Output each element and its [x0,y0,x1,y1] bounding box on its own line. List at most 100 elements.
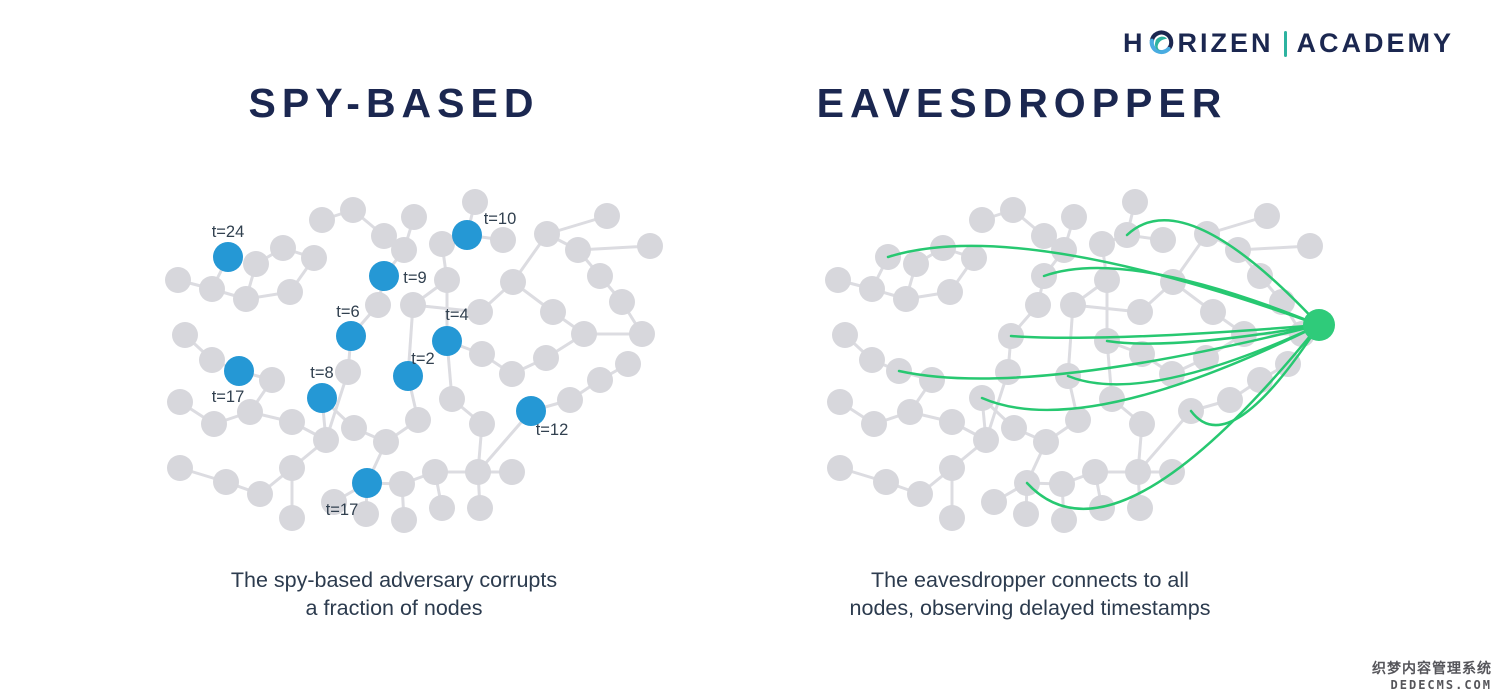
network-node [341,415,367,441]
network-node [1094,267,1120,293]
spy-node-label: t=17 [326,501,359,519]
network-node [832,322,858,348]
network-node [903,251,929,277]
spy-node [369,261,399,291]
network-node [629,321,655,347]
spy-node-label: t=17 [212,388,245,406]
network-node [973,427,999,453]
network-node [371,223,397,249]
network-node [1200,299,1226,325]
network-node [353,501,379,527]
network-node [1247,367,1273,393]
eavesdropper-link [1025,323,1321,511]
network-node [172,322,198,348]
network-node [429,495,455,521]
network-node [1061,204,1087,230]
logo-letter-h: H [1122,28,1146,58]
logo-word-academy: ACADEMY [1296,28,1454,58]
network-node [1099,386,1125,412]
network-node [467,299,493,325]
network-node [490,227,516,253]
eavesdropper-link [886,244,1321,327]
network-node [827,389,853,415]
network-node [1051,507,1077,533]
network-node [981,489,1007,515]
network-node [401,204,427,230]
network-node [167,389,193,415]
spy-node [307,383,337,413]
eavesdropper-panel: EAVESDROPPER The eavesdropper connects t… [810,80,1350,660]
network-node [571,321,597,347]
network-node [1125,459,1151,485]
network-node [825,267,851,293]
spy-node [452,220,482,250]
spy-node-label: t=10 [484,210,517,228]
network-node [961,245,987,271]
spy-panel-caption: The spy-based adversary corrupts a fract… [230,568,558,620]
network-node [1217,387,1243,413]
horizen-wordmark: H RIZEN [1123,28,1274,59]
logo-word-rizen: RIZEN [1177,28,1274,58]
network-node [167,455,193,481]
network-node [1297,233,1323,259]
network-node [439,386,465,412]
dedecms-watermark: 织梦内容管理系统 DEDECMS.COM [1372,658,1492,692]
network-node [594,203,620,229]
network-node [1194,221,1220,247]
eavesdropper-link [1125,219,1321,327]
network-node [465,459,491,485]
network-node [861,411,887,437]
spy-node-label: t=6 [336,303,359,321]
network-node [1082,459,1108,485]
spy-node-label: t=8 [310,364,333,382]
network-node [1033,429,1059,455]
network-node [587,367,613,393]
network-node [565,237,591,263]
eavesdropper-link [1009,323,1321,340]
network-node [467,495,493,521]
network-node [462,189,488,215]
network-node [1025,292,1051,318]
eavesdropper-link [1066,323,1321,386]
network-node [434,267,460,293]
network-node [557,387,583,413]
eavesdropper-link [1189,323,1321,427]
network-node [199,347,225,373]
network-node [1122,189,1148,215]
network-node [540,299,566,325]
network-node [313,427,339,453]
network-node [247,481,273,507]
network-node [201,411,227,437]
network-node [389,471,415,497]
network-node [365,292,391,318]
network-node [609,289,635,315]
network-node [279,409,305,435]
network-node [469,411,495,437]
network-node [1129,411,1155,437]
network-node [859,276,885,302]
network-node [233,286,259,312]
network-node [1049,471,1075,497]
spy-node-label: t=2 [411,350,434,368]
network-node [270,235,296,261]
network-node [335,359,361,385]
network-node [279,455,305,481]
network-node [873,469,899,495]
horizen-academy-logo: H RIZEN ACADEMY [1123,28,1454,59]
spy-node [352,468,382,498]
spy-node [224,356,254,386]
network-node [165,267,191,293]
spy-panel-title: SPY-BASED [248,80,540,126]
spy-node [516,396,546,426]
network-node [859,347,885,373]
network-node [1254,203,1280,229]
network-node [893,286,919,312]
network-edge [1136,410,1193,473]
network-node [340,197,366,223]
network-node [1247,263,1273,289]
eavesdropper-network-graph [825,189,1335,533]
eavesdropper-link [897,323,1321,380]
network-node [1089,231,1115,257]
